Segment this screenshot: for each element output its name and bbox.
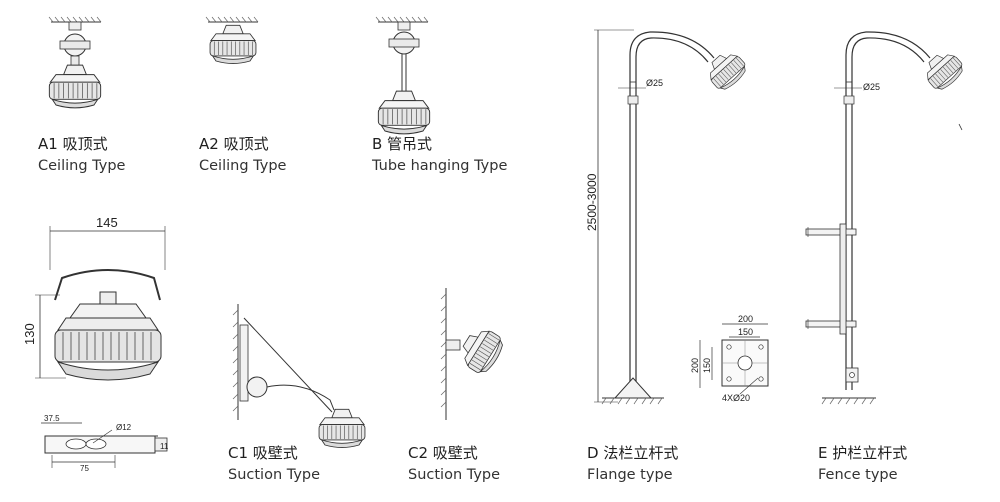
caption-a1: A1 吸顶式 Ceiling Type — [38, 135, 126, 175]
fixture-dimension-view — [35, 226, 166, 381]
caption-a2-title: A2 吸顶式 — [199, 135, 269, 153]
caption-c2-title: C2 吸壁式 — [408, 444, 478, 462]
caption-b-title: B 管吊式 — [372, 135, 433, 153]
caption-c2: C2 吸壁式 Suction Type — [408, 444, 501, 484]
caption-d: D 法栏立杆式 Flange type — [587, 444, 679, 484]
bracket-drawing — [41, 422, 168, 468]
caption-c2-type: Suction Type — [408, 467, 501, 484]
dim-flange-150-h: 150 — [702, 358, 712, 373]
caption-e-type: Fence type — [818, 467, 898, 484]
dim-75: 75 — [80, 464, 89, 473]
dim-145: 145 — [96, 215, 118, 230]
dim-phi25-e: Ø25 — [863, 82, 880, 92]
caption-a2-type: Ceiling Type — [199, 158, 287, 175]
fixture-c2-suction — [440, 288, 508, 420]
fixture-b-tube-hanging — [375, 16, 431, 135]
caption-b-type: Tube hanging Type — [372, 158, 508, 175]
dim-flange-150-w: 150 — [738, 327, 753, 337]
caption-d-title: D 法栏立杆式 — [587, 444, 679, 462]
caption-e-title: E 护栏立杆式 — [818, 444, 908, 462]
dim-phi25-d: Ø25 — [646, 78, 663, 88]
fixture-d-flange-pole — [594, 29, 751, 405]
dim-37-5: 37.5 — [44, 414, 60, 423]
dim-flange-holes: 4XØ20 — [722, 393, 750, 403]
caption-e: E 护栏立杆式 Fence type — [818, 444, 908, 484]
caption-c1-title: C1 吸壁式 — [228, 444, 298, 462]
dim-phi12: Ø12 — [116, 423, 132, 432]
fixture-a2-ceiling — [205, 16, 259, 64]
caption-b: B 管吊式 Tube hanging Type — [372, 135, 508, 175]
dim-flange-200-h: 200 — [690, 358, 700, 373]
flange-plate-drawing — [699, 323, 769, 395]
caption-c1: C1 吸壁式 Suction Type — [228, 444, 321, 484]
fixture-c1-suction — [232, 304, 366, 448]
caption-a2: A2 吸顶式 Ceiling Type — [199, 135, 287, 175]
dim-pole-height: 2500-3000 — [585, 173, 599, 231]
dim-11: 11 — [160, 442, 169, 451]
caption-a1-type: Ceiling Type — [38, 158, 126, 175]
caption-c1-type: Suction Type — [228, 467, 321, 484]
fixture-a1-ceiling — [48, 16, 102, 109]
fixture-e-fence-pole — [805, 31, 968, 405]
dim-flange-200-w: 200 — [738, 314, 753, 324]
dim-130: 130 — [22, 323, 37, 345]
caption-d-type: Flange type — [587, 467, 673, 484]
caption-a1-title: A1 吸顶式 — [38, 135, 108, 153]
